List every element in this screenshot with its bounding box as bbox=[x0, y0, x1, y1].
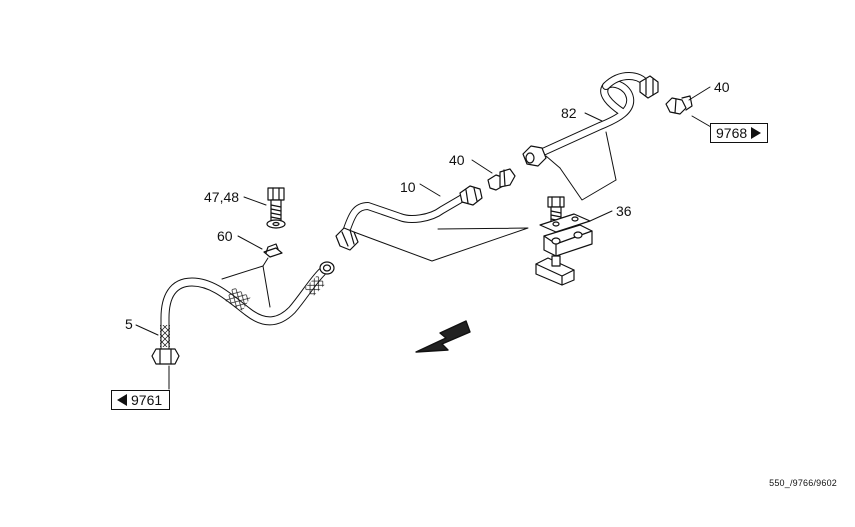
clip-60 bbox=[263, 243, 283, 258]
label-40-right: 40 bbox=[714, 79, 730, 95]
bolt-47-48 bbox=[266, 187, 286, 229]
ref-label-left: 9761 bbox=[131, 392, 163, 408]
ref-box-9768[interactable]: 9768 bbox=[710, 123, 768, 143]
label-36: 36 bbox=[616, 203, 632, 219]
label-60: 60 bbox=[217, 228, 233, 244]
label-40-mid: 40 bbox=[449, 152, 465, 168]
pipe-10 bbox=[335, 185, 483, 251]
adapter-40-right bbox=[665, 95, 693, 115]
label-10: 10 bbox=[400, 179, 416, 195]
label-5: 5 bbox=[125, 316, 133, 332]
arrow-right-triangle-icon bbox=[751, 127, 762, 139]
direction-arrow-icon bbox=[415, 320, 471, 353]
arrow-left-triangle-icon bbox=[117, 394, 127, 406]
drawing-code: 550_/9766/9602 bbox=[769, 478, 837, 488]
pipe-82 bbox=[522, 72, 659, 167]
adapter-40-mid bbox=[487, 168, 516, 191]
ref-label-right: 9768 bbox=[716, 125, 748, 141]
label-47-48: 47,48 bbox=[204, 189, 240, 205]
leader-lines bbox=[135, 86, 712, 390]
ref-box-9761[interactable]: 9761 bbox=[111, 390, 170, 410]
clamp-36 bbox=[535, 196, 593, 286]
hose-5 bbox=[151, 261, 335, 365]
label-82: 82 bbox=[561, 105, 577, 121]
